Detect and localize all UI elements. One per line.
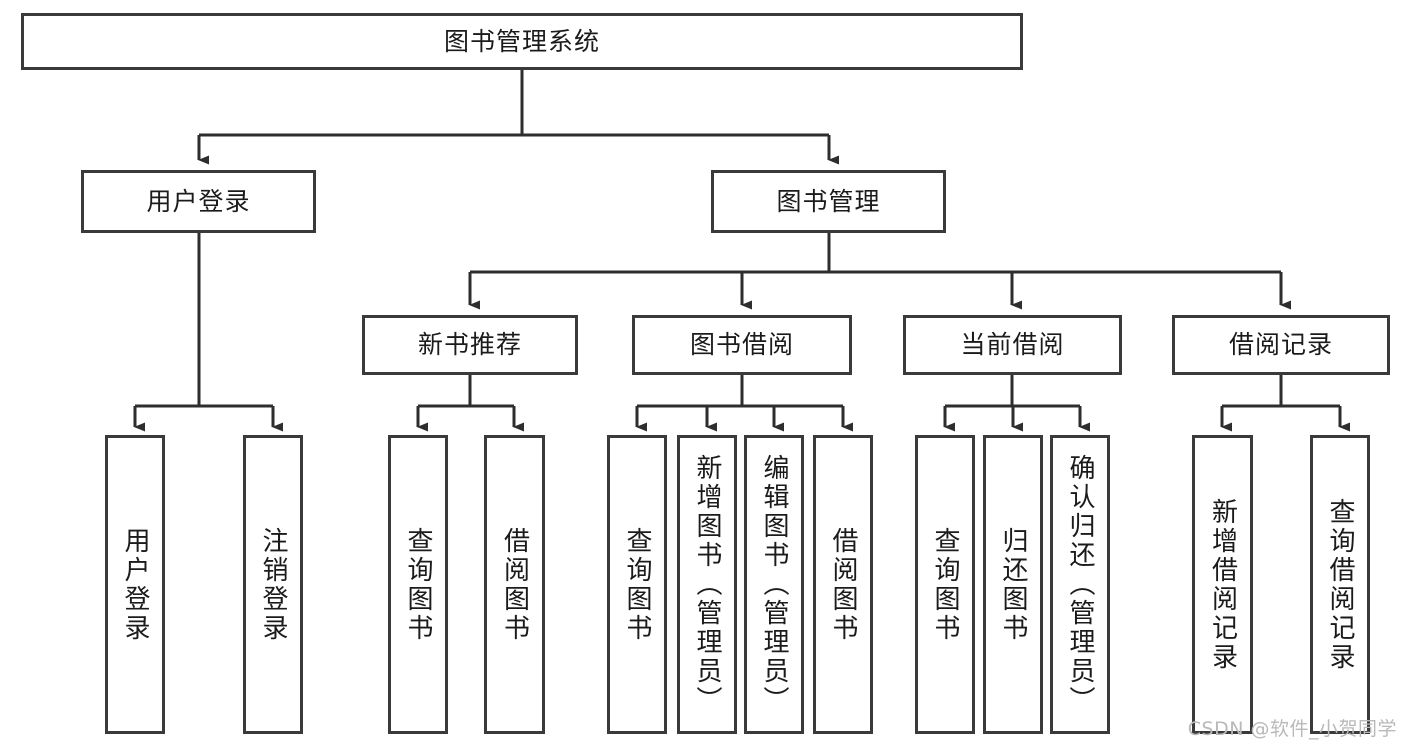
node-label: 查询图书	[403, 526, 433, 643]
node-label: 归还图书	[998, 526, 1028, 643]
leaf-book-borrow-edit-book-admin[interactable]: 编辑图书（管理员）	[744, 435, 804, 734]
node-label: 借阅记录	[1228, 330, 1333, 359]
node-label: 确认归还（管理员）	[1065, 454, 1095, 715]
leaf-book-borrow-borrow-book[interactable]: 借阅图书	[813, 435, 873, 734]
node-current-borrow[interactable]: 当前借阅	[903, 315, 1122, 375]
leaf-user-login-login[interactable]: 用户登录	[105, 435, 165, 734]
node-label: 借阅图书	[828, 526, 858, 643]
node-label: 查询图书	[930, 526, 960, 643]
node-label: 查询借阅记录	[1325, 497, 1355, 672]
node-label: 用户登录	[120, 526, 150, 643]
node-label: 查询图书	[622, 526, 652, 643]
node-new-book-recommend[interactable]: 新书推荐	[362, 315, 578, 375]
leaf-new-book-query-book[interactable]: 查询图书	[388, 435, 448, 734]
leaf-book-borrow-query-book[interactable]: 查询图书	[607, 435, 667, 734]
node-borrow-record[interactable]: 借阅记录	[1172, 315, 1390, 375]
node-label: 借阅图书	[499, 526, 530, 643]
leaf-borrow-record-add-record[interactable]: 新增借阅记录	[1192, 435, 1253, 734]
leaf-borrow-record-query-record[interactable]: 查询借阅记录	[1310, 435, 1370, 734]
node-label: 图书管理系统	[443, 26, 600, 56]
node-label: 新增图书（管理员）	[692, 454, 722, 715]
leaf-new-book-borrow-book[interactable]: 借阅图书	[484, 435, 545, 734]
leaf-current-borrow-query-book[interactable]: 查询图书	[915, 435, 975, 734]
node-label: 图书管理	[776, 186, 881, 216]
node-label: 注销登录	[258, 526, 288, 643]
watermark-text: CSDN @软件_小贺同学	[1187, 718, 1397, 740]
node-book-borrow[interactable]: 图书借阅	[632, 315, 852, 375]
leaf-current-borrow-confirm-return-admin[interactable]: 确认归还（管理员）	[1050, 435, 1110, 734]
node-label: 用户登录	[146, 186, 251, 216]
node-label: 新书推荐	[417, 330, 522, 359]
node-book-management[interactable]: 图书管理	[711, 170, 946, 233]
node-label: 当前借阅	[960, 330, 1065, 359]
node-label: 新增借阅记录	[1207, 497, 1238, 672]
node-user-login[interactable]: 用户登录	[81, 170, 316, 233]
node-label: 图书借阅	[689, 330, 794, 359]
node-label: 编辑图书（管理员）	[759, 454, 789, 715]
leaf-user-login-logout[interactable]: 注销登录	[243, 435, 303, 734]
leaf-current-borrow-return-book[interactable]: 归还图书	[983, 435, 1043, 734]
node-root-book-management-system[interactable]: 图书管理系统	[21, 13, 1023, 70]
leaf-book-borrow-add-book-admin[interactable]: 新增图书（管理员）	[677, 435, 737, 734]
